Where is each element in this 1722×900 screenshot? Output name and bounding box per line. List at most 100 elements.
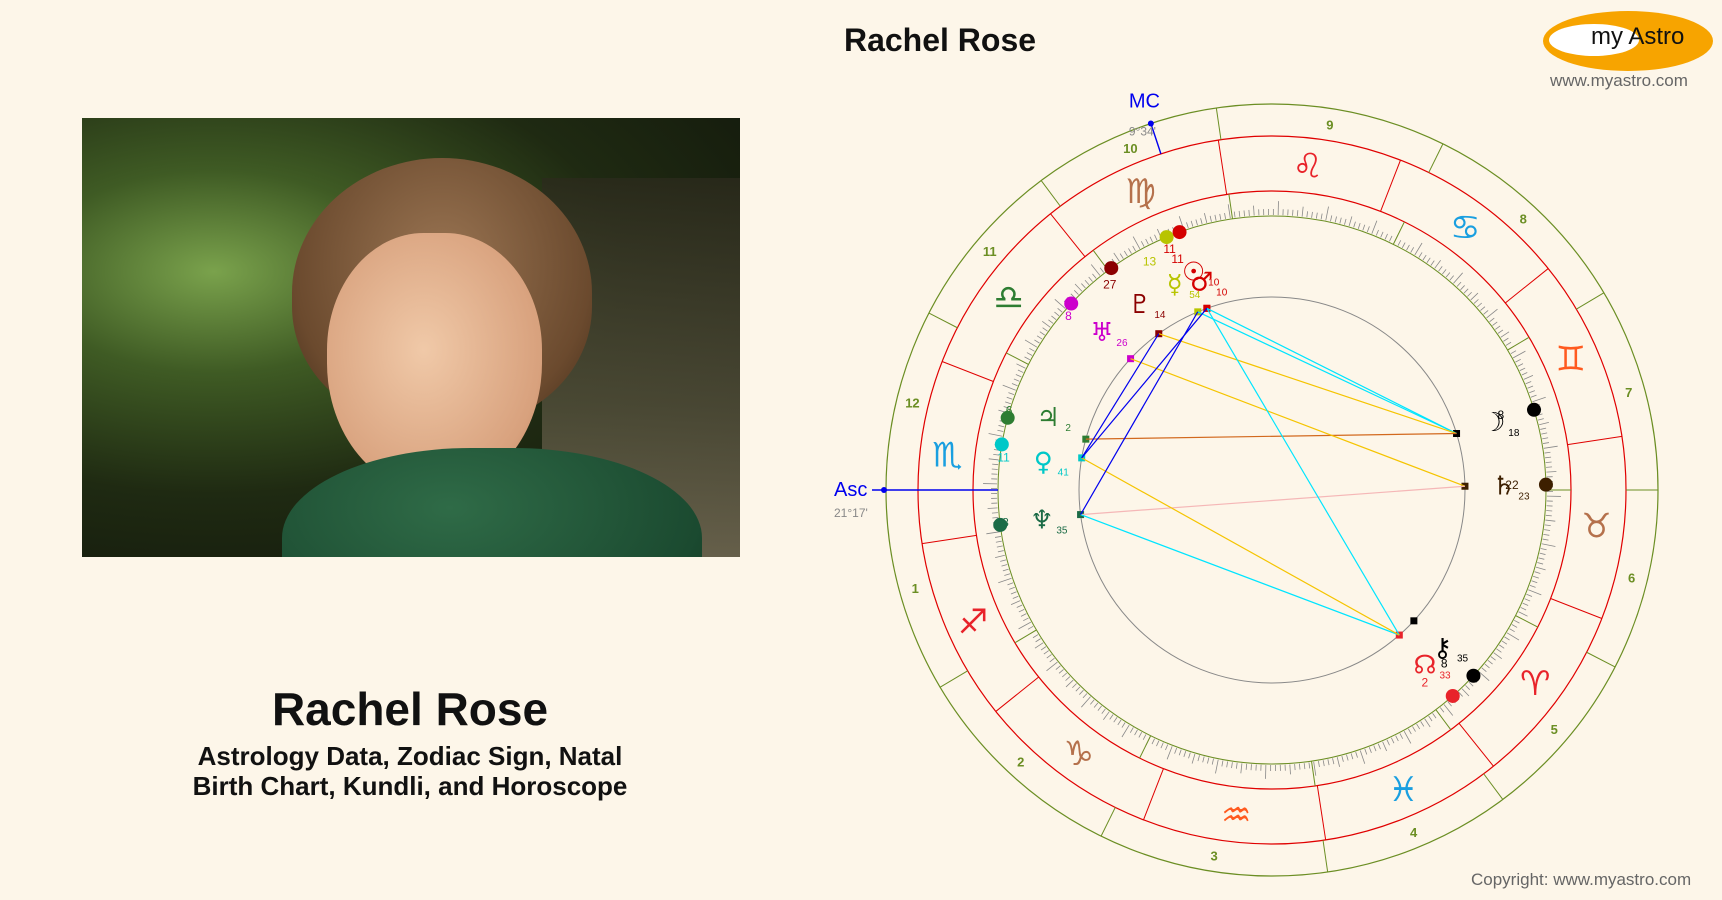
degree-tick: [1492, 321, 1498, 326]
degree-tick: [987, 507, 998, 509]
sign-divider: [1380, 159, 1401, 212]
sign-divider: [1316, 785, 1327, 840]
degree-tick: [1226, 761, 1229, 768]
house-cusp: [1040, 180, 1061, 207]
degree-tick: [1209, 215, 1212, 222]
degree-tick: [1103, 711, 1110, 720]
chart-title: Rachel Rose: [843, 22, 1037, 58]
degree-tick: [1353, 221, 1356, 228]
degree-tick: [1043, 650, 1049, 655]
zodiac-outer-ring: [917, 135, 1627, 845]
house-number: 7: [1625, 385, 1632, 400]
degree-tick: [1160, 742, 1164, 749]
subtitle-line-2: Birth Chart, Kundli, and Horoscope: [192, 771, 628, 801]
degree-tick: [992, 463, 999, 466]
zodiac-leo-icon: ♌: [1292, 146, 1322, 186]
planet-marker-jupiter: [1000, 410, 1015, 425]
venus-icon: ♀: [1034, 447, 1053, 477]
mc-marker: [1147, 120, 1154, 127]
degree-tick: [1113, 252, 1120, 262]
degree-tick: [1526, 593, 1533, 597]
degree-tick: [1377, 743, 1381, 750]
degree-tick: [1478, 671, 1490, 681]
degree-tick: [1006, 396, 1013, 400]
degree-tick: [1026, 352, 1033, 356]
degree-tick: [1151, 738, 1155, 745]
degree-tick: [1532, 396, 1546, 403]
planet-degree: 27: [1103, 278, 1117, 292]
degree-tick: [1540, 548, 1547, 551]
degree-tick: [1048, 319, 1054, 324]
degree-tick: [1346, 754, 1349, 761]
degree-tick: [1341, 755, 1344, 762]
house-cusp: [928, 312, 958, 329]
logo-url[interactable]: www.myastro.com: [1550, 71, 1688, 90]
sign-divider: [1550, 598, 1603, 619]
house-number: 3: [1211, 848, 1218, 863]
degree-tick: [1443, 704, 1454, 716]
degree-tick: [1207, 757, 1210, 764]
zodiac-inner-ring: [972, 190, 1572, 790]
degree-tick: [1010, 591, 1017, 595]
degree-tick: [1371, 220, 1378, 234]
degree-tick: [1117, 719, 1122, 726]
degree-tick: [1484, 663, 1490, 669]
degree-tick: [1537, 418, 1544, 421]
degree-tick: [1227, 204, 1231, 219]
degree-tick: [1519, 367, 1526, 372]
degree-tick: [1465, 685, 1471, 690]
degree-tick: [1301, 206, 1304, 217]
degree-tick: [1034, 339, 1040, 344]
degree-tick: [1142, 734, 1147, 740]
degree-tick: [1165, 744, 1169, 751]
sign-divider: [995, 676, 1040, 712]
degree-tick: [1426, 257, 1431, 263]
degree-tick: [1473, 299, 1479, 304]
myastro-logo[interactable]: my Astro: [1543, 11, 1713, 71]
degree-tick: [1032, 634, 1039, 639]
degree-tick: [1373, 745, 1377, 752]
zodiac-capricorn-icon: ♑: [1064, 734, 1094, 774]
degree-tick: [1539, 422, 1549, 426]
aspect-line: [1085, 432, 1457, 440]
degree-tick: [1412, 726, 1416, 732]
degree-tick: [1456, 281, 1462, 287]
degree-tick: [1511, 624, 1518, 628]
degree-tick: [1384, 233, 1388, 240]
degree-tick: [1357, 223, 1361, 230]
house-number: 11: [983, 244, 997, 259]
degree-tick: [1090, 699, 1095, 705]
degree-tick: [1389, 235, 1393, 242]
house-cusp: [939, 670, 968, 688]
zodiac-gemini-icon: ♊: [1556, 340, 1586, 380]
degree-tick: [1002, 568, 1009, 572]
asc-marker: [881, 487, 887, 493]
degree-tick: [1542, 437, 1549, 440]
degree-tick: [1424, 718, 1431, 728]
planet-degree: 28: [995, 516, 1009, 530]
house-number: 10: [1123, 141, 1137, 156]
degree-tick: [1074, 283, 1083, 292]
degree-tick: [1529, 390, 1535, 394]
degree-tick: [997, 429, 1004, 432]
degree-tick: [1509, 628, 1515, 633]
degree-tick: [1545, 519, 1556, 522]
asc-position: 21°17': [834, 506, 868, 520]
degree-tick: [1001, 564, 1008, 567]
degree-tick: [1009, 586, 1015, 590]
profile-photo: [82, 118, 740, 557]
degree-tick: [1002, 384, 1016, 391]
aspect-line: [1080, 311, 1199, 515]
degree-tick: [1101, 708, 1106, 714]
house-cusp-inner: [1507, 336, 1530, 351]
degree-tick: [1065, 679, 1074, 688]
degree-tick: [1075, 686, 1081, 692]
degree-tick: [1289, 764, 1291, 775]
degree-tick: [992, 517, 999, 519]
degree-tick: [1072, 683, 1077, 689]
degree-tick: [1545, 461, 1552, 463]
house-number: 8: [1520, 211, 1527, 226]
degree-tick: [1029, 347, 1035, 352]
degree-tick: [1401, 242, 1406, 249]
degree-tick: [1541, 543, 1556, 547]
